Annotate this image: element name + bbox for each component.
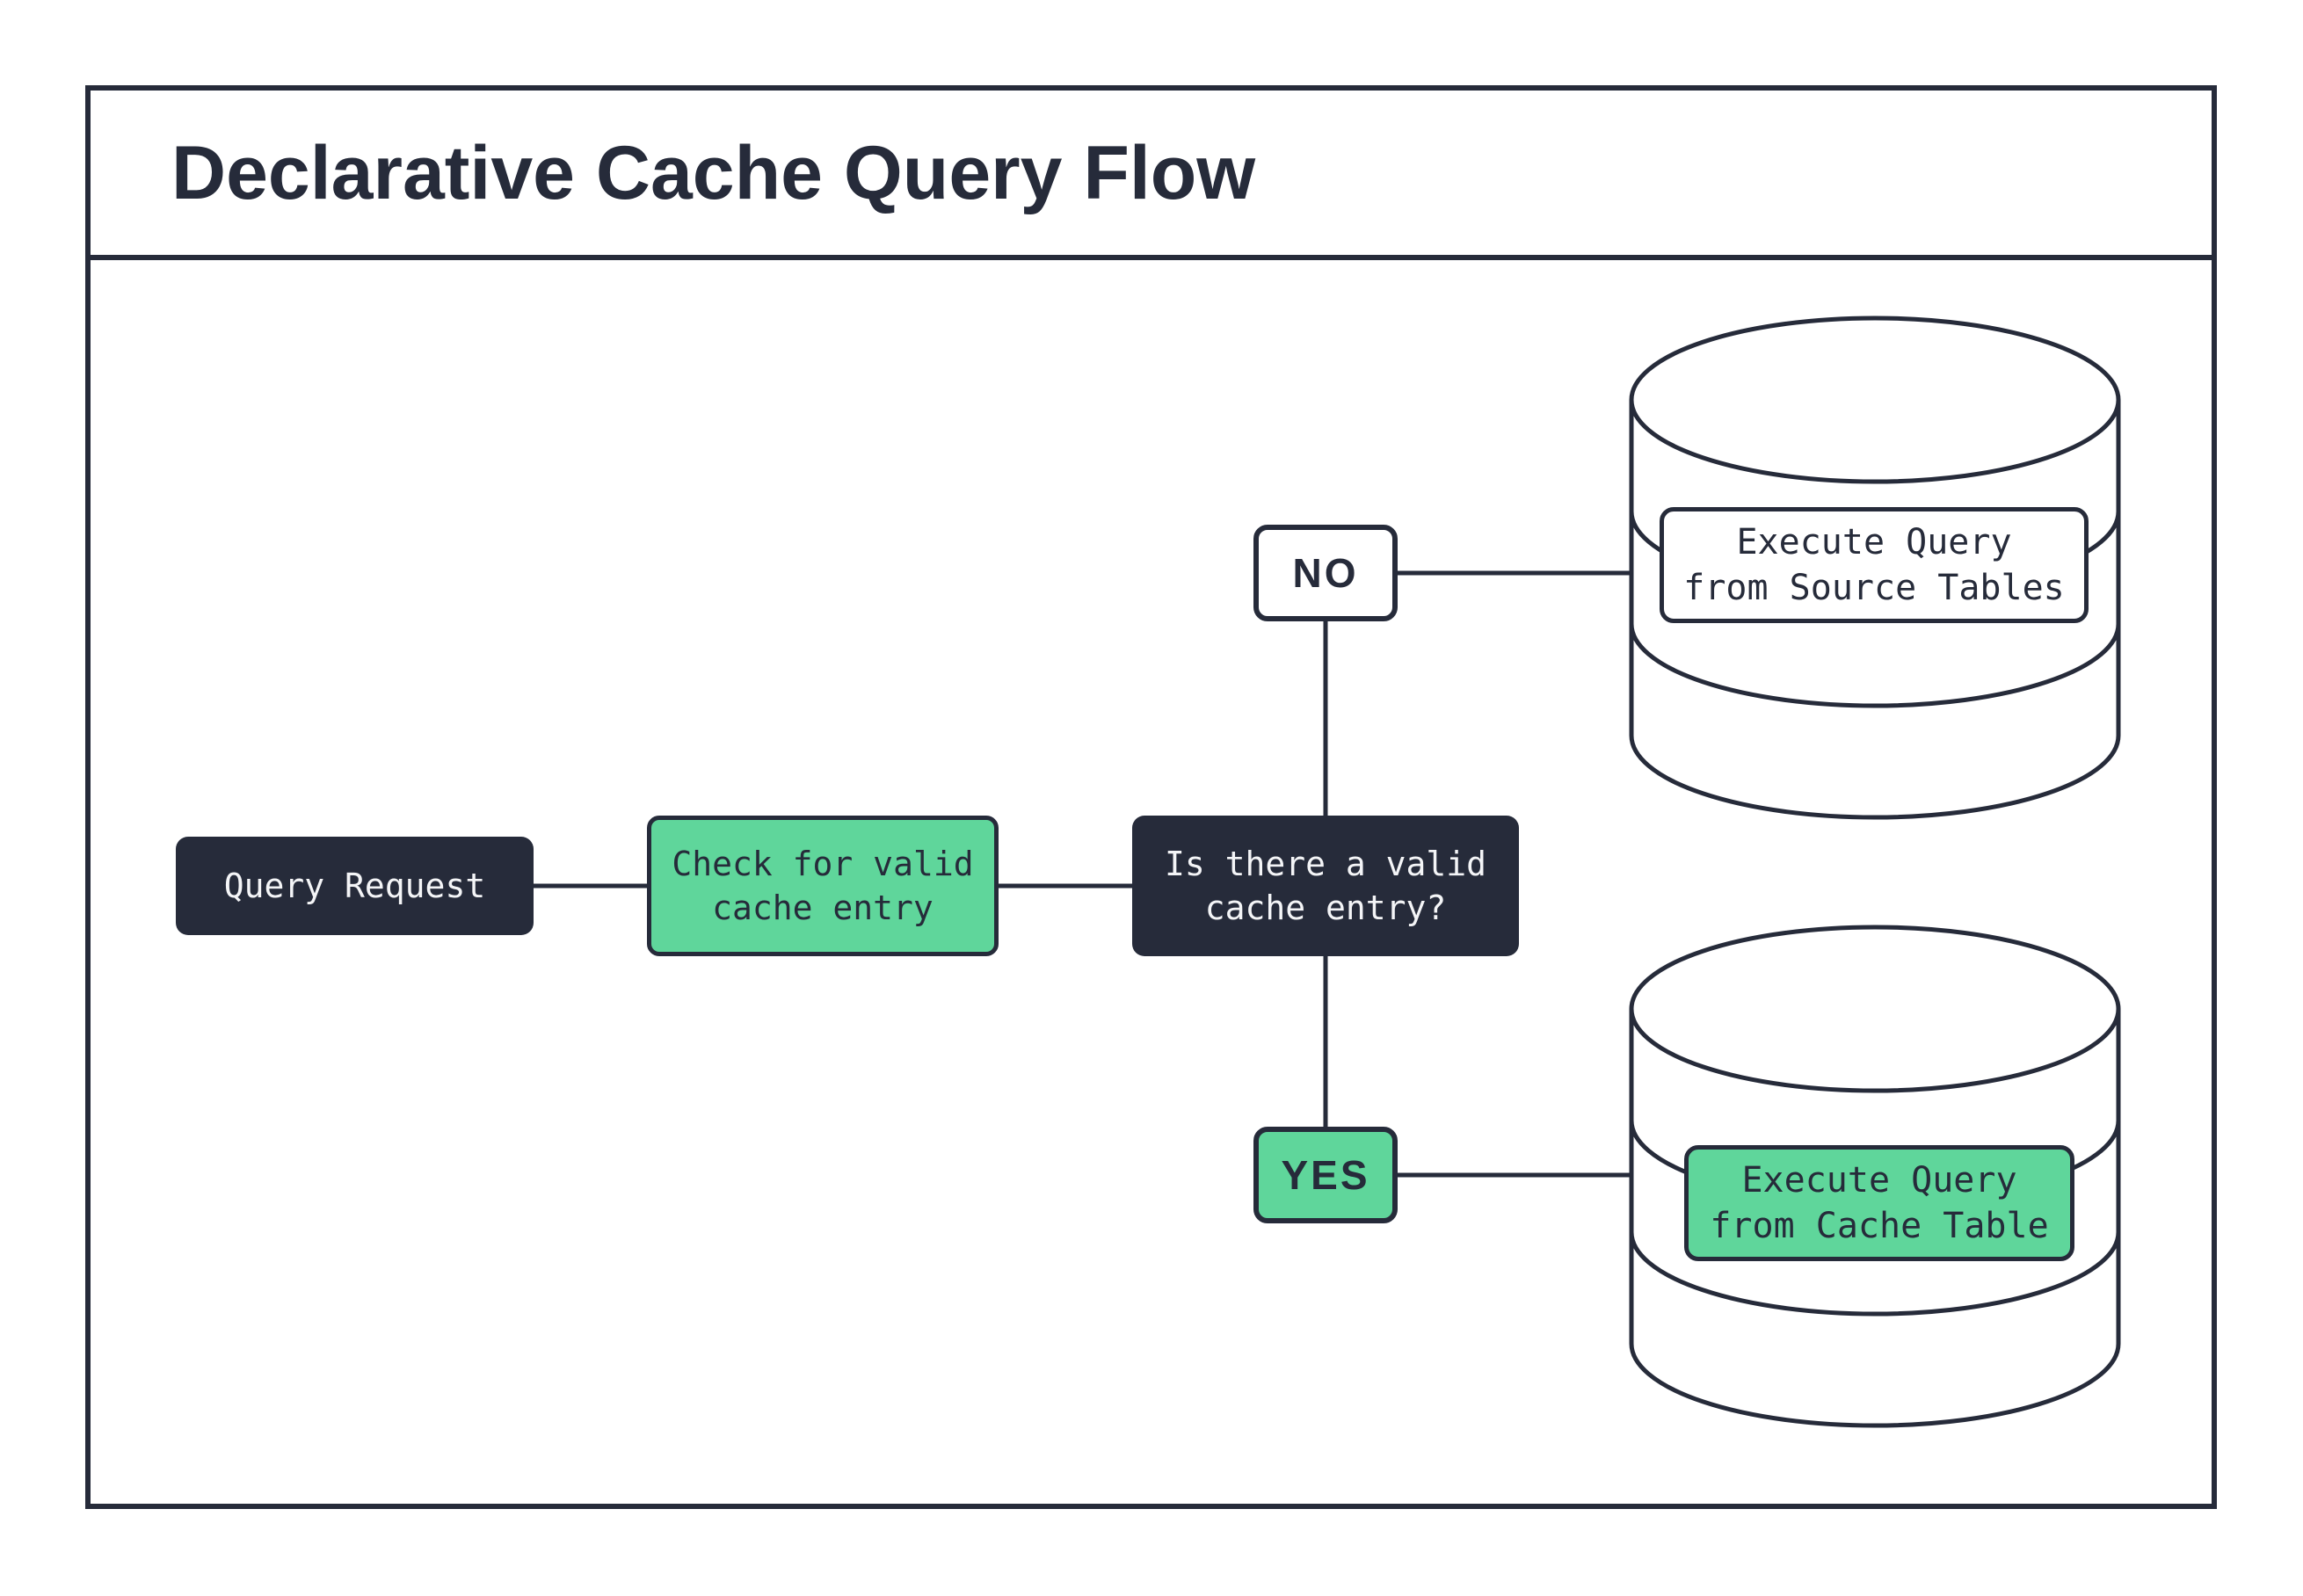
- cache-database-icon: [1629, 925, 2121, 1428]
- yes-branch-label: YES: [1253, 1127, 1398, 1223]
- check-cache-label-line1: Check for valid: [672, 845, 974, 883]
- diagram-frame: Declarative Cache Query Flow: [85, 85, 2217, 1509]
- decision-node: Is there a valid cache entry?: [1132, 816, 1519, 956]
- check-cache-label-line2: cache entry: [712, 889, 934, 927]
- no-branch-text: NO: [1292, 550, 1359, 596]
- yes-branch-text: YES: [1281, 1152, 1370, 1198]
- title-bar: Declarative Cache Query Flow: [91, 91, 2212, 260]
- decision-label-line2: cache entry?: [1204, 889, 1447, 927]
- decision-label-line1: Is there a valid: [1164, 845, 1487, 883]
- execute-source-line1: Execute Query: [1736, 522, 2012, 562]
- execute-source-node: Execute Query from Source Tables: [1660, 507, 2089, 623]
- query-request-label: Query Request: [223, 867, 486, 905]
- execute-cache-node: Execute Query from Cache Table: [1684, 1145, 2074, 1261]
- check-cache-node: Check for valid cache entry: [647, 816, 999, 956]
- connectors: [532, 570, 1631, 1178]
- no-branch-label: NO: [1253, 525, 1398, 621]
- execute-cache-line1: Execute Query: [1741, 1160, 2017, 1201]
- execute-cache-line2: from Cache Table: [1710, 1206, 2049, 1246]
- execute-source-line2: from Source Tables: [1683, 568, 2065, 608]
- page-title: Declarative Cache Query Flow: [171, 130, 1256, 215]
- query-request-node: Query Request: [176, 837, 534, 935]
